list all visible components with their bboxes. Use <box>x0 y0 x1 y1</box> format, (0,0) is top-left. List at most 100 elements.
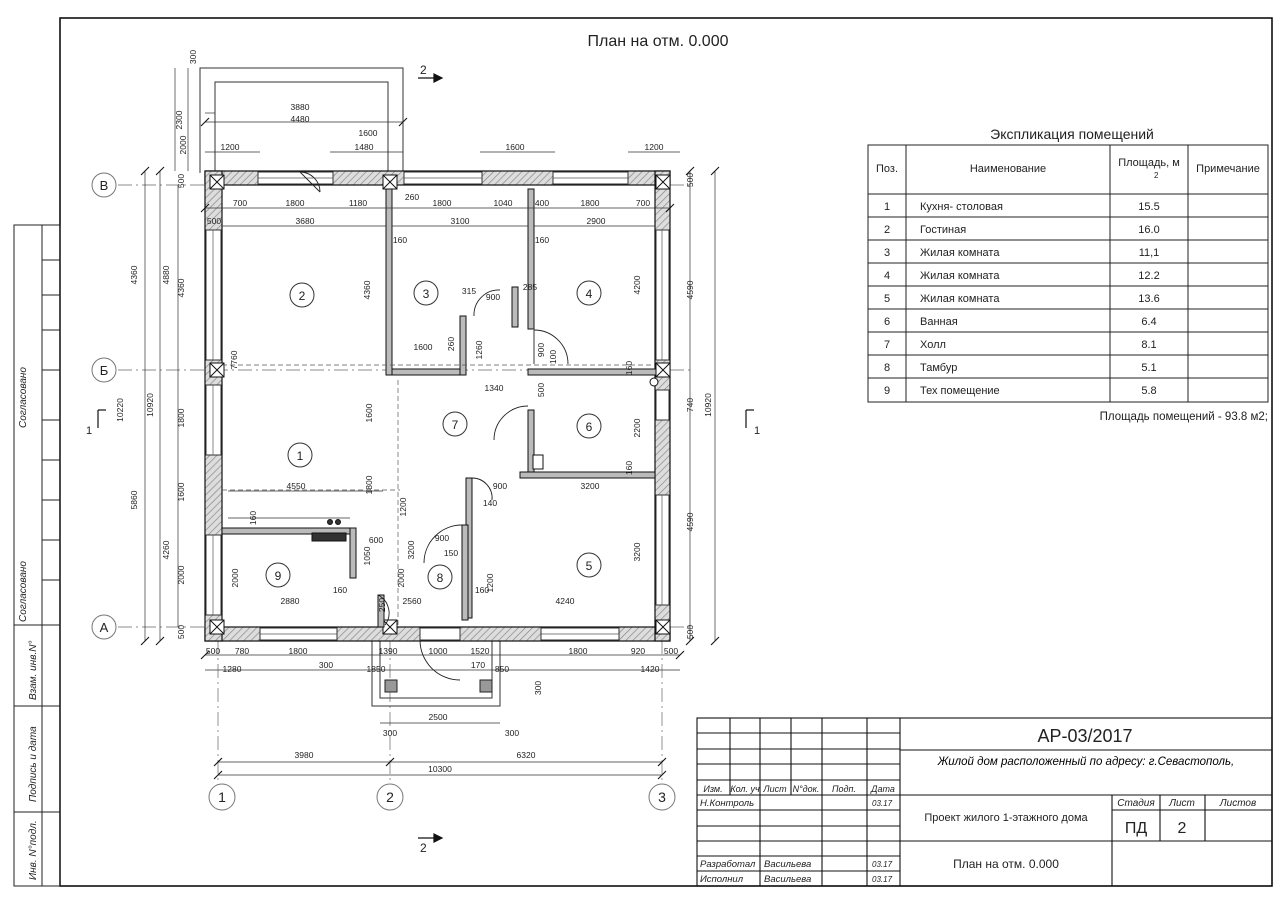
dim-i-900b: 900 <box>536 343 546 357</box>
room-number-2: 2 <box>299 289 306 303</box>
dim-i-1260: 1260 <box>474 340 484 359</box>
axis-grid <box>118 184 690 785</box>
stamp-head-date: Дата <box>870 784 895 794</box>
expl-row-7-area: 8.1 <box>1141 339 1156 351</box>
dim-bottom-1800b: 1800 <box>569 646 588 656</box>
dim-i-4360: 4360 <box>362 280 372 299</box>
dim-i-260b: 260 <box>446 337 456 351</box>
expl-row-7-name: Холл <box>920 339 946 351</box>
dim-bottom-300b: 300 <box>533 681 543 695</box>
expl-row-5-num: 5 <box>884 293 890 305</box>
stamp-sheet: 2 <box>1178 820 1187 837</box>
dim-i-2000a: 2000 <box>230 568 240 587</box>
dim-left-5860: 5860 <box>129 490 139 509</box>
expl-row-2-area: 16.0 <box>1138 224 1159 236</box>
dimension-lines <box>144 68 716 776</box>
dim-row-700b: 700 <box>636 198 650 208</box>
dim-left-10220: 10220 <box>115 398 125 422</box>
stamp-stage: ПД <box>1125 820 1148 837</box>
expl-row-6-area: 6.4 <box>1141 316 1156 328</box>
dimensions-left: 4360 4880 4360 10220 10920 1800 5860 160… <box>115 265 186 639</box>
stamp-date-developer: 03.17 <box>872 860 893 869</box>
stamp-project: Проект жилого 1-этажного дома <box>924 812 1088 824</box>
dim-bottom-300c: 300 <box>383 728 397 738</box>
dim-right-4590a: 4590 <box>685 280 695 299</box>
dim-bottom-1420: 1420 <box>641 664 660 674</box>
stamp-head-list: Лист <box>762 784 787 794</box>
expl-row-5-area: 13.6 <box>1138 293 1159 305</box>
expl-row-4-name: Жилая комната <box>920 270 1000 282</box>
kitchen-stove <box>311 519 347 542</box>
dim-row-700a: 700 <box>233 198 247 208</box>
dim-top-1200b: 1200 <box>645 142 664 152</box>
dim-bottom-2500: 2500 <box>429 712 448 722</box>
dim-i-4550: 4550 <box>287 481 306 491</box>
expl-row-6-name: Ванная <box>920 316 958 328</box>
dim-row-1180: 1180 <box>349 198 368 208</box>
stamp-name-executor: Васильева <box>764 874 811 885</box>
dim-bottom-1000: 1000 <box>429 646 448 656</box>
expl-row-2-name: Гостиная <box>920 224 966 236</box>
dim-i-3680: 3680 <box>296 216 315 226</box>
dim-bottom-500: 500 <box>206 646 220 656</box>
room-number-1: 1 <box>297 449 304 463</box>
room-number-5: 5 <box>586 559 593 573</box>
dim-bottom-500b: 500 <box>664 646 678 656</box>
dim-i-150: 150 <box>444 548 458 558</box>
stamp-name-developer: Васильева <box>764 859 811 870</box>
dim-i-7760: 7760 <box>229 350 239 369</box>
explication-header-area: Площадь, м <box>1118 157 1180 169</box>
explication-header-area-sup: 2 <box>1154 171 1159 180</box>
dim-i-160a: 160 <box>393 235 407 245</box>
axis-label-v: В <box>100 178 109 193</box>
side-label-agreed-1: Согласовано <box>18 367 29 428</box>
section-mark-1-left: 1 <box>86 425 92 437</box>
stamp-people: Н.Контроль 03.17 Разработал Васильева 03… <box>700 798 893 885</box>
explication-title: Экспликация помещений <box>990 126 1154 142</box>
stamp-head-doc: N°док. <box>793 784 820 794</box>
dimension-ticks <box>140 117 720 780</box>
expl-row-6-num: 6 <box>884 316 890 328</box>
dim-left-4360b: 4360 <box>176 278 186 297</box>
dim-i-4200: 4200 <box>632 275 642 294</box>
expl-row-8-num: 8 <box>884 362 890 374</box>
dim-i-160g: 160 <box>475 585 489 595</box>
room-number-4: 4 <box>586 287 593 301</box>
room-number-7: 7 <box>452 418 459 432</box>
dim-i-1800v: 1800 <box>364 475 374 494</box>
title-block <box>696 717 1273 887</box>
expl-row-9-num: 9 <box>884 385 890 397</box>
explication-header-name: Наименование <box>970 163 1046 175</box>
dim-top-1600b: 1600 <box>506 142 525 152</box>
dim-top-2300: 2300 <box>174 110 184 129</box>
dim-row-400: 400 <box>535 198 549 208</box>
dim-i-260: 260 <box>405 192 419 202</box>
dim-i-140: 140 <box>483 498 497 508</box>
axis-label-2: 2 <box>386 789 394 805</box>
expl-row-1-area: 15.5 <box>1138 201 1159 213</box>
dim-row-1800a: 1800 <box>286 198 305 208</box>
dim-i-1340: 1340 <box>485 383 504 393</box>
expl-row-1-name: Кухня- столовая <box>920 201 1003 213</box>
dim-bottom-780: 780 <box>235 646 249 656</box>
dim-bottom-850: 850 <box>495 664 509 674</box>
section-mark-2-bottom: 2 <box>420 841 427 855</box>
dim-left-10920: 10920 <box>145 393 155 417</box>
dim-bottom-1280: 1280 <box>223 664 242 674</box>
expl-row-2-num: 2 <box>884 224 890 236</box>
dim-i-2880: 2880 <box>281 596 300 606</box>
expl-row-9-name: Тех помещение <box>920 385 1000 397</box>
room-number-3: 3 <box>423 287 430 301</box>
dimensions-top: 300 2300 2000 3880 4480 1600 1480 1200 1… <box>174 50 664 226</box>
dim-i-600: 600 <box>369 535 383 545</box>
drawing-title: План на отм. 0.000 <box>588 33 729 50</box>
stamp-sheets-header: Листов <box>1219 798 1256 809</box>
expl-row-8-area: 5.1 <box>1141 362 1156 374</box>
dim-i-2560: 2560 <box>403 596 422 606</box>
axis-label-a: А <box>100 620 109 635</box>
dim-left-500b: 500 <box>176 625 186 639</box>
dim-i-3200a: 3200 <box>581 481 600 491</box>
expl-row-4-area: 12.2 <box>1138 270 1159 282</box>
dim-bottom-1850: 1850 <box>367 664 386 674</box>
